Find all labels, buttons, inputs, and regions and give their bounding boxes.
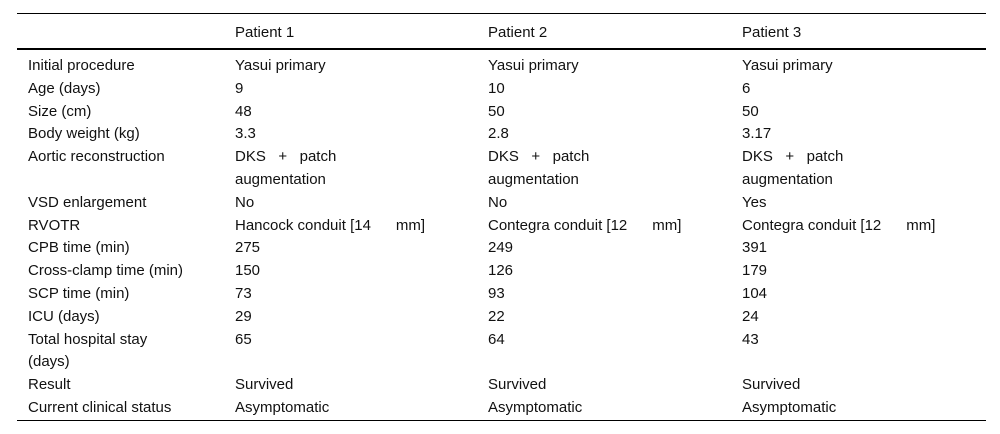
table-body: Initial procedure Yasui primary Yasui pr…	[17, 49, 986, 420]
cell-value: 22	[488, 307, 505, 325]
cell-value: No	[488, 193, 508, 211]
table-row-rvotr: RVOTR Hancock conduit [14 mm] Contegra c…	[17, 215, 986, 238]
cell-value: 104	[742, 284, 768, 302]
table-row-vsd-enlargement: VSD enlargement No No Yes	[17, 192, 986, 215]
cell-value: 249	[488, 239, 514, 257]
cell-value: Hancock conduit [14 mm]	[235, 216, 426, 234]
cell-value: Yasui primary	[488, 57, 579, 74]
table-row-initial-procedure: Initial procedure Yasui primary Yasui pr…	[17, 49, 986, 78]
cell-value: 6	[742, 79, 751, 97]
cell-value: 150	[235, 262, 261, 280]
row-label: RVOTR	[28, 216, 81, 234]
cell-value: Asymptomatic	[488, 398, 583, 416]
cell-value: 9	[235, 79, 244, 97]
table-row-age: Age (days) 9 10 6	[17, 78, 986, 101]
cell-value: 29	[235, 307, 252, 325]
table-row-total-hospital-stay: Total hospital stay (days) 65 64 43	[17, 329, 986, 375]
table-row-cpb-time: CPB time (min) 275 249 391	[17, 237, 986, 260]
cell-value: 3.3	[235, 125, 256, 143]
cell-value: DKS + patch augmentation	[488, 148, 590, 188]
header-corner-cell	[17, 13, 235, 50]
cell-value: 43	[742, 330, 759, 348]
patient-comparison-table: Patient 1 Patient 2 Patient 3 Initial pr…	[17, 13, 986, 421]
table-row-cross-clamp-time: Cross-clamp time (min) 150 126 179	[17, 260, 986, 283]
row-label: Aortic reconstruction	[28, 148, 165, 166]
row-label: Size (cm)	[28, 102, 92, 120]
cell-value: 93	[488, 284, 505, 302]
row-label: Age (days)	[28, 79, 101, 97]
header-patient-3: Patient 3	[742, 13, 986, 50]
cell-value: 275	[235, 239, 261, 257]
cell-value: 73	[235, 284, 252, 302]
cell-value: Survived	[742, 376, 801, 394]
row-label: Current clinical status	[28, 398, 172, 416]
table-row-scp-time: SCP time (min) 73 93 104	[17, 283, 986, 306]
row-label: CPB time (min)	[28, 239, 130, 257]
row-label: VSD enlargement	[28, 193, 147, 211]
table-row-result: Result Survived Survived Survived	[17, 374, 986, 397]
cell-value: 48	[235, 102, 252, 120]
paper-table-sheet: Patient 1 Patient 2 Patient 3 Initial pr…	[17, 13, 986, 421]
cell-value: 3.17	[742, 125, 772, 143]
cell-value: 65	[235, 330, 252, 348]
row-label: Total hospital stay (days)	[28, 330, 148, 371]
table-row-current-clinical-status: Current clinical status Asymptomatic Asy…	[17, 397, 986, 420]
cell-value: 24	[742, 307, 759, 325]
cell-value: Contegra conduit [12 mm]	[488, 216, 682, 234]
cell-value: 64	[488, 330, 505, 348]
cell-value: 50	[488, 102, 505, 120]
cell-value: Yes	[742, 193, 767, 211]
cell-value: 179	[742, 262, 768, 280]
table-row-size: Size (cm) 48 50 50	[17, 101, 986, 124]
cell-value: Survived	[488, 376, 547, 394]
table-row-aortic-reconstruction: Aortic reconstruction DKS + patch augmen…	[17, 146, 986, 192]
cell-value: No	[235, 193, 255, 211]
table-row-body-weight: Body weight (kg) 3.3 2.8 3.17	[17, 123, 986, 146]
header-row: Patient 1 Patient 2 Patient 3	[17, 13, 986, 50]
row-label: Initial procedure	[28, 57, 135, 74]
cell-value: Yasui primary	[235, 57, 326, 74]
cell-value: 10	[488, 79, 505, 97]
row-label: Cross-clamp time (min)	[28, 262, 184, 280]
cell-value: Asymptomatic	[235, 398, 330, 416]
table-row-icu: ICU (days) 29 22 24	[17, 306, 986, 329]
row-label: SCP time (min)	[28, 284, 130, 302]
cell-value: Survived	[235, 376, 294, 394]
row-label: ICU (days)	[28, 307, 100, 325]
cell-value: DKS + patch augmentation	[742, 148, 844, 188]
cell-value: 126	[488, 262, 514, 280]
header-patient-1: Patient 1	[235, 13, 488, 50]
row-label: Body weight (kg)	[28, 125, 140, 143]
cell-value: 2.8	[488, 125, 509, 143]
cell-value: DKS + patch augmentation	[235, 148, 337, 188]
cell-value: Contegra conduit [12 mm]	[742, 216, 936, 234]
header-patient-2: Patient 2	[488, 13, 742, 50]
cell-value: 391	[742, 239, 768, 257]
cell-value: 50	[742, 102, 759, 120]
row-label: Result	[28, 376, 71, 394]
table-header: Patient 1 Patient 2 Patient 3	[17, 13, 986, 50]
cell-value: Yasui primary	[742, 57, 833, 74]
cell-value: Asymptomatic	[742, 398, 837, 416]
